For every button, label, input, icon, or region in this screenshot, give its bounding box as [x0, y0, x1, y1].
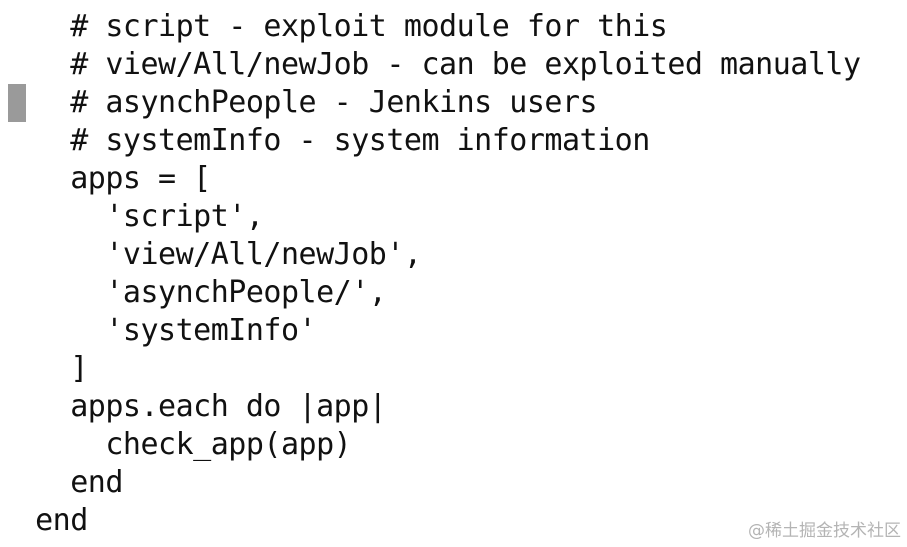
code-line-4[interactable]: # systemInfo - system information — [0, 123, 650, 158]
code-line-6[interactable]: 'script', — [0, 199, 264, 234]
code-line-5[interactable]: apps = [ — [0, 161, 211, 196]
watermark: @稀土掘金技术社区 — [748, 521, 901, 541]
code-line-13[interactable]: end — [0, 465, 123, 500]
code-line-9[interactable]: 'systemInfo' — [0, 313, 317, 348]
code-line-8[interactable]: 'asynchPeople/', — [0, 275, 387, 310]
code-line-1[interactable]: # script - exploit module for this — [0, 9, 668, 44]
code-line-2[interactable]: # view/All/newJob - can be exploited man… — [0, 47, 861, 82]
line-marker — [8, 84, 26, 122]
code-line-3[interactable]: # asynchPeople - Jenkins users — [0, 85, 598, 120]
code-line-7[interactable]: 'view/All/newJob', — [0, 237, 422, 272]
code-line-12[interactable]: check_app(app) — [0, 427, 352, 462]
code-line-10[interactable]: ] — [0, 351, 88, 386]
code-line-14[interactable]: end — [0, 503, 88, 538]
code-line-11[interactable]: apps.each do |app| — [0, 389, 387, 424]
